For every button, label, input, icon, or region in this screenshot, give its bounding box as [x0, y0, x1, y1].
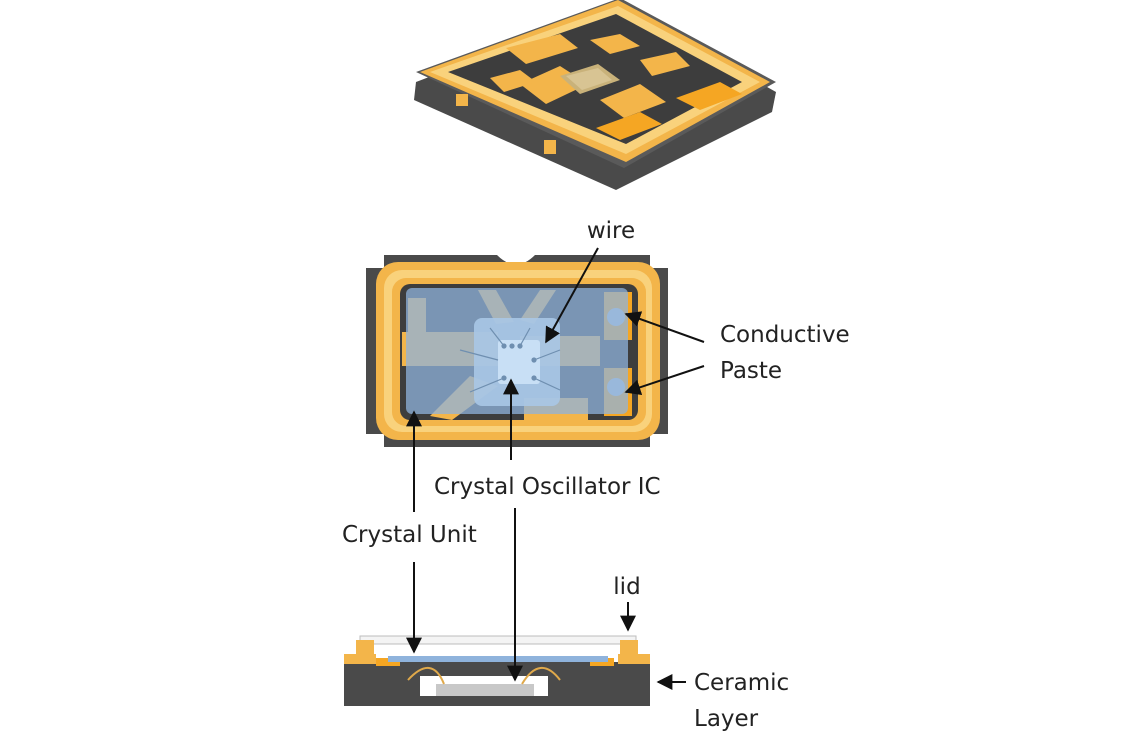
- label-wire: wire: [587, 218, 635, 244]
- label-paste: Paste: [720, 358, 782, 384]
- wire-arrow: [545, 247, 599, 344]
- package-3d-view: [414, 0, 776, 190]
- paste-arrow-lower: [624, 365, 705, 396]
- paste-arrow-upper: [624, 311, 705, 343]
- label-layer: Layer: [694, 706, 759, 732]
- package-cross-section: [344, 635, 650, 706]
- label-ceramic: Ceramic: [694, 670, 789, 696]
- label-lid: lid: [613, 574, 640, 600]
- annotation-arrows: [406, 247, 705, 690]
- label-crystal-unit: Crystal Unit: [342, 522, 477, 548]
- label-crystal-oscillator-ic: Crystal Oscillator IC: [434, 474, 661, 500]
- label-conductive: Conductive: [720, 322, 850, 348]
- package-top-view: [366, 255, 668, 447]
